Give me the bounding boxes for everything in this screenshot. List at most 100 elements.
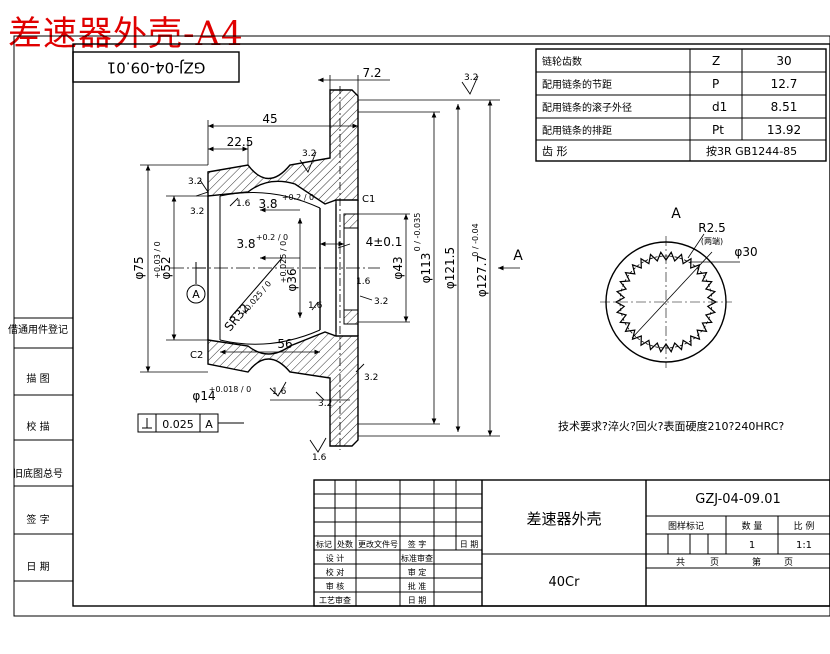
rough-label: 3.2 bbox=[302, 149, 316, 159]
detail-radius: R2.5 bbox=[698, 221, 725, 235]
dim-phi113-tol: 0 / -0.035 bbox=[413, 213, 422, 252]
dim-45: 45 bbox=[262, 112, 277, 126]
dim-7-2: 7.2 bbox=[362, 66, 381, 80]
flipped-drawing-number: GZJ-04-09.01 bbox=[107, 59, 206, 77]
rough-label: 3.2 bbox=[190, 207, 204, 217]
signer-label: 设 计 bbox=[326, 553, 345, 563]
signer-label: 日 期 bbox=[408, 596, 427, 605]
rough-label: 1.6 bbox=[356, 277, 371, 287]
rough-label: 3.2 bbox=[188, 177, 202, 187]
left-col-item: 校 描 bbox=[26, 420, 49, 433]
tech-requirement: 技术要求?淬火?回火?表面硬度210?240HRC? bbox=[558, 419, 784, 433]
dim-c1: C1 bbox=[362, 194, 375, 205]
rough-label: 3.2 bbox=[364, 373, 378, 383]
left-column: 借通用件登记 描 图 校 描 旧底图总号 签 字 日 期 bbox=[8, 317, 74, 582]
datum-a: A bbox=[186, 262, 206, 304]
tolerance-frame: 0.025 A bbox=[137, 413, 244, 433]
dim-3-8-b-tol: +0.2 / 0 bbox=[256, 233, 288, 242]
rough-label: 1.6 bbox=[312, 453, 327, 463]
dim-56: 56 bbox=[277, 337, 292, 351]
rough-label: 1.6 bbox=[272, 387, 287, 397]
param-symbol: d1 bbox=[712, 100, 727, 114]
detail-view: A R2.5 (两端) φ30 bbox=[600, 206, 758, 368]
detail-phi: φ30 bbox=[734, 245, 757, 259]
dim-phi36: φ36 bbox=[285, 268, 299, 291]
dim-phi43: φ43 bbox=[391, 256, 405, 279]
param-name: 配用链条的排距 bbox=[542, 124, 612, 137]
signer-label: 标准审查 bbox=[401, 553, 433, 563]
rev-header: 日 期 bbox=[460, 540, 479, 549]
signer-label: 工艺审查 bbox=[319, 595, 351, 605]
dim-phi127-7: φ127.7 bbox=[475, 255, 489, 297]
signer-label: 校 对 bbox=[326, 567, 345, 577]
rev-header: 更改文件号 bbox=[358, 539, 398, 549]
title-header: 比 例 bbox=[794, 520, 815, 532]
sheet-label: 共 bbox=[676, 557, 685, 568]
rough-label: 3.2 bbox=[374, 297, 388, 307]
param-name: 齿 形 bbox=[542, 145, 568, 158]
param-value: 12.7 bbox=[771, 77, 798, 91]
left-col-item: 签 字 bbox=[26, 513, 49, 526]
left-col-item: 借通用件登记 bbox=[8, 323, 68, 336]
left-col-item: 日 期 bbox=[26, 561, 49, 573]
dim-phi52: φ52 bbox=[159, 256, 173, 279]
detail-label: A bbox=[671, 206, 681, 222]
svg-text:A: A bbox=[192, 288, 200, 301]
quantity-value: 1 bbox=[749, 540, 755, 551]
dim-4: 4±0.1 bbox=[366, 235, 403, 249]
view-a-label: A bbox=[513, 248, 523, 264]
title-block bbox=[313, 479, 830, 607]
rough-label: 1.6 bbox=[308, 301, 323, 311]
dim-phi121-5: φ121.5 bbox=[443, 247, 457, 289]
sheet-label: 页 bbox=[710, 557, 719, 568]
left-col-item: 旧底图总号 bbox=[13, 467, 63, 480]
dim-3-8-b: 3.8 bbox=[236, 237, 255, 251]
rev-header: 处数 bbox=[337, 539, 353, 549]
left-col-item: 描 图 bbox=[26, 372, 49, 385]
param-name: 配用链条的节距 bbox=[542, 78, 612, 91]
roughness-marks bbox=[195, 75, 479, 453]
rev-header: 标记 bbox=[316, 539, 332, 549]
section-view bbox=[170, 86, 380, 450]
dim-phi52-tol: +0.03 / 0 bbox=[153, 241, 162, 278]
param-table: 链轮齿数 配用链条的节距 配用链条的滚子外径 配用链条的排距 齿 形 Z P d… bbox=[535, 48, 827, 162]
dim-phi14-tol: +0.018 / 0 bbox=[209, 385, 251, 394]
signer-label: 批 准 bbox=[408, 581, 427, 591]
param-symbol: Z bbox=[712, 54, 720, 68]
part-name: 差速器外壳 bbox=[526, 510, 601, 528]
dim-phi75: φ75 bbox=[132, 256, 146, 279]
signer-label: 审 定 bbox=[408, 567, 427, 577]
param-value: 8.51 bbox=[771, 100, 798, 114]
rough-label: 3.2 bbox=[318, 399, 332, 409]
title-block-text: 差速器外壳 40Cr GZJ-04-09.01 图样标记 数 量 比 例 1 1… bbox=[316, 492, 814, 605]
detail-radius-note: (两端) bbox=[701, 236, 723, 246]
dim-phi36-tol: +0.025 / 0 bbox=[279, 241, 288, 283]
param-value: 30 bbox=[776, 54, 791, 68]
param-value: 13.92 bbox=[767, 123, 801, 137]
scale-value: 1:1 bbox=[796, 540, 812, 551]
outer-frame bbox=[13, 35, 830, 617]
drawing-number: GZJ-04-09.01 bbox=[695, 492, 781, 507]
sheet-label: 页 bbox=[784, 557, 793, 568]
title-header: 图样标记 bbox=[668, 520, 704, 532]
header-title: 差速器外壳-A4 bbox=[8, 14, 244, 54]
dim-phi14: φ14 bbox=[192, 389, 215, 403]
svg-text:A: A bbox=[205, 418, 213, 431]
rough-label: 3.2 bbox=[464, 73, 478, 83]
dimension-texts: 7.2 45 22.5 56 φ75 φ52 +0.03 / 0 φ36 +0.… bbox=[132, 66, 523, 463]
param-name: 链轮齿数 bbox=[542, 55, 582, 68]
dim-22-5: 22.5 bbox=[227, 135, 254, 149]
material: 40Cr bbox=[549, 575, 581, 590]
param-symbol: P bbox=[712, 77, 719, 91]
flipped-number-box: GZJ-04-09.01 bbox=[72, 51, 240, 83]
svg-text:0.025: 0.025 bbox=[162, 418, 194, 431]
signer-label: 审 核 bbox=[326, 581, 345, 591]
sprocket-teeth bbox=[614, 251, 718, 353]
dim-phi127-7-tol: 0 / -0.04 bbox=[471, 223, 480, 257]
param-name: 配用链条的滚子外径 bbox=[542, 101, 632, 114]
dim-3-8-a-tol: +0.2 / 0 bbox=[282, 193, 314, 202]
param-value: 按3R GB1244-85 bbox=[706, 144, 797, 158]
param-symbol: Pt bbox=[712, 123, 724, 137]
rev-header: 签 字 bbox=[408, 539, 427, 549]
